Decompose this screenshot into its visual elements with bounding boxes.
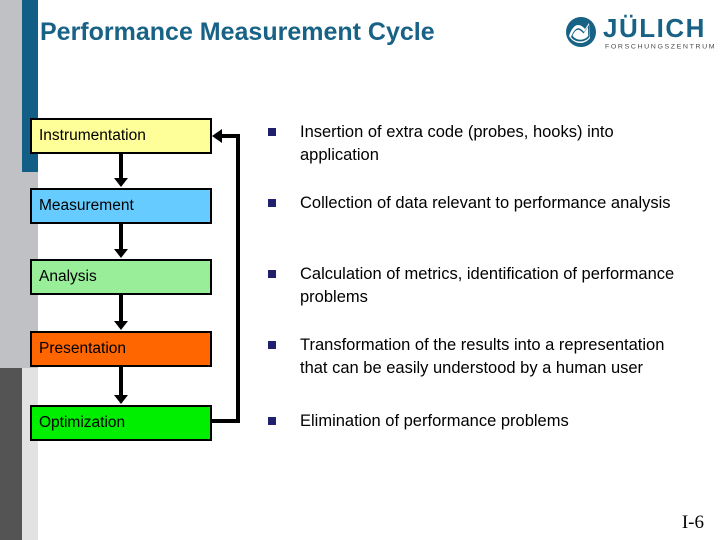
- connector-line-down-icon: [119, 295, 123, 323]
- list-item: Elimination of performance problems: [268, 410, 569, 433]
- performance-measurement-cycle-diagram: Instrumentation Measurement Analysis Pre…: [0, 0, 260, 540]
- list-item-text: Transformation of the results into a rep…: [300, 336, 665, 377]
- logo-subtitle: FORSCHUNGSZENTRUM: [605, 44, 717, 50]
- list-item: Insertion of extra code (probes, hooks) …: [268, 121, 692, 167]
- list-item-text: Calculation of metrics, identification o…: [300, 265, 675, 306]
- connector-line-down-icon: [119, 367, 123, 397]
- arrow-down-icon: [114, 395, 128, 404]
- feedback-loop-segment-top: [222, 134, 240, 138]
- logo-wordmark: JÜLICH: [603, 13, 706, 43]
- page-number: I-6: [681, 512, 704, 533]
- flow-box-instrumentation[interactable]: Instrumentation: [30, 118, 212, 154]
- juelich-swoosh-icon: [565, 16, 597, 48]
- arrow-left-icon: [212, 129, 222, 143]
- feedback-loop-segment-right: [236, 134, 240, 423]
- arrow-down-icon: [114, 249, 128, 258]
- flow-box-label: Analysis: [39, 268, 97, 285]
- list-item: Transformation of the results into a rep…: [268, 334, 692, 380]
- list-item-text: Insertion of extra code (probes, hooks) …: [300, 123, 614, 164]
- flow-box-label: Optimization: [39, 414, 126, 431]
- arrow-down-icon: [114, 321, 128, 330]
- flow-box-measurement[interactable]: Measurement: [30, 188, 212, 224]
- flow-box-label: Instrumentation: [39, 127, 146, 144]
- square-bullet-icon: [268, 341, 276, 349]
- feedback-loop-segment-bottom: [212, 419, 240, 423]
- list-item-text: Elimination of performance problems: [300, 412, 569, 430]
- square-bullet-icon: [268, 199, 276, 207]
- connector-line-down-icon: [119, 224, 123, 251]
- square-bullet-icon: [268, 270, 276, 278]
- list-item-text: Collection of data relevant to performan…: [300, 194, 671, 212]
- flow-box-optimization[interactable]: Optimization: [30, 405, 212, 441]
- flow-box-label: Presentation: [39, 340, 127, 357]
- arrow-down-icon: [114, 178, 128, 187]
- list-item: Collection of data relevant to performan…: [268, 192, 671, 215]
- sidebar-strip-outer-top: [0, 0, 22, 368]
- flow-box-analysis[interactable]: Analysis: [30, 259, 212, 295]
- square-bullet-icon: [268, 417, 276, 425]
- juelich-logo: JÜLICH FORSCHUNGSZENTRUM: [565, 13, 715, 62]
- connector-line-down-icon: [119, 154, 123, 180]
- flow-box-presentation[interactable]: Presentation: [30, 331, 212, 367]
- sidebar-strip-outer-bottom: [0, 368, 22, 540]
- flow-box-label: Measurement: [39, 197, 134, 214]
- square-bullet-icon: [268, 128, 276, 136]
- page-title: Performance Measurement Cycle: [40, 18, 435, 46]
- list-item: Calculation of metrics, identification o…: [268, 263, 692, 309]
